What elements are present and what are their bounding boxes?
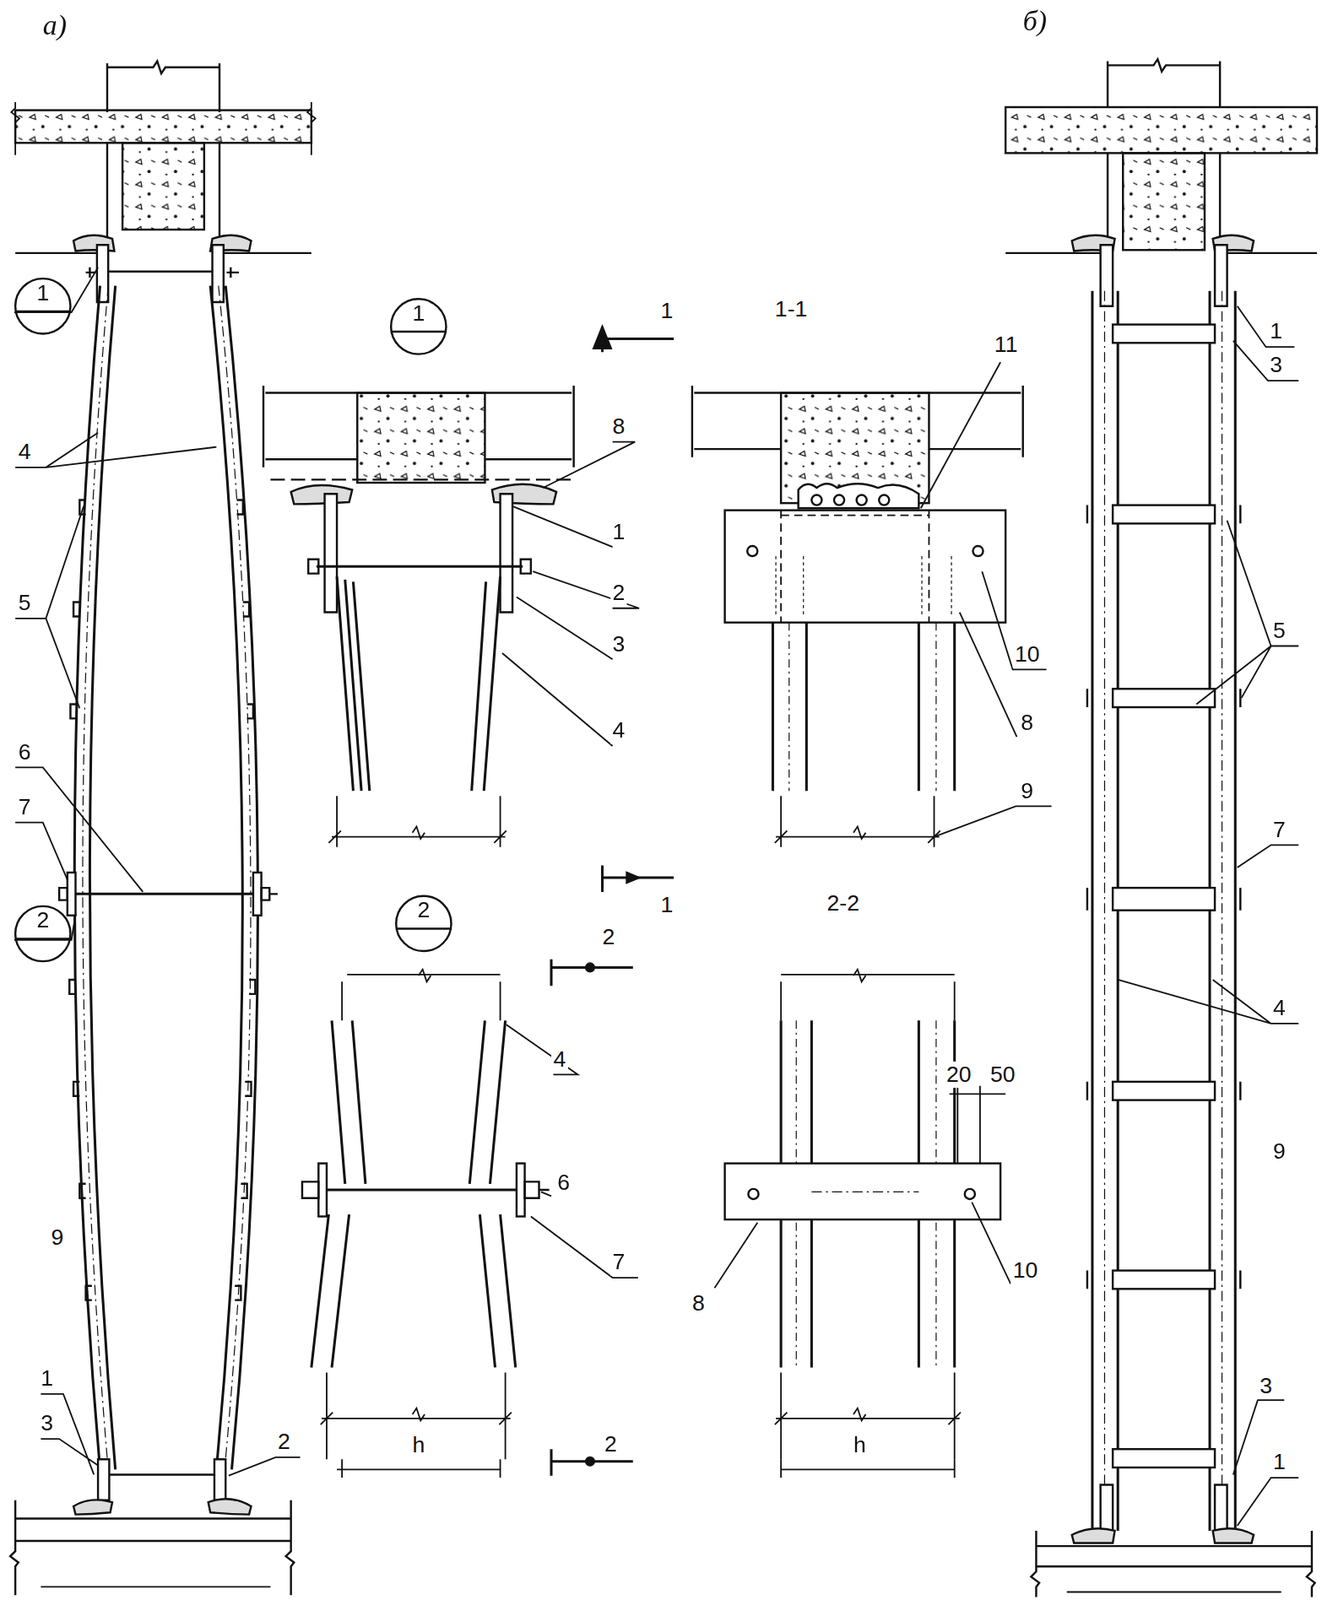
- callout-number: 3: [1257, 1373, 1275, 1400]
- figure-letter: а): [40, 10, 69, 41]
- callout-number: 2: [601, 1430, 619, 1458]
- callout-number: 11: [991, 331, 1019, 358]
- callout-number: 6: [16, 739, 33, 766]
- callout-number: 1: [38, 1365, 56, 1393]
- callout-number: 7: [16, 794, 33, 821]
- callout-number: 8: [610, 413, 628, 440]
- callout-number: 5: [1271, 617, 1289, 645]
- callout-number: 8: [689, 1290, 707, 1317]
- detail-1: [263, 326, 674, 893]
- callout-number: 4: [16, 438, 33, 466]
- callout-number: 2: [16, 908, 70, 933]
- callout-number: 1: [391, 301, 445, 326]
- detail-callout-circle: 1: [14, 277, 72, 336]
- callout-number: 2: [610, 579, 628, 607]
- callout-number: 9: [1271, 1137, 1289, 1165]
- callout-number: 2: [276, 1429, 293, 1456]
- callout-number: 5: [16, 590, 33, 617]
- figure-b: [1005, 59, 1317, 1598]
- figure-letter: б): [1020, 5, 1049, 37]
- callout-number: h: [410, 1432, 428, 1459]
- callout-number: 1: [16, 281, 70, 306]
- callout-number: 1: [658, 892, 676, 919]
- detail-callout-circle: 2: [395, 895, 453, 954]
- callout-number: 10: [1010, 1257, 1040, 1285]
- callout-number: 1: [1267, 318, 1285, 345]
- callout-number: 3: [1267, 352, 1285, 379]
- callout-number: 8: [1018, 709, 1036, 736]
- callout-number: 4: [610, 717, 628, 744]
- callout-number: 1: [658, 297, 676, 325]
- detail-callout-circle: 2: [14, 905, 72, 964]
- callout-number: 9: [48, 1224, 66, 1252]
- callout-number: 7: [1271, 816, 1289, 843]
- section-2-2: [715, 969, 1012, 1479]
- callout-number: 1-1: [772, 296, 809, 323]
- callout-number: h: [851, 1432, 869, 1459]
- callout-number: 2-2: [824, 890, 862, 917]
- section-1-1: [692, 362, 1052, 847]
- callout-number: 50: [988, 1061, 1018, 1089]
- callout-number: 1: [1271, 1449, 1289, 1476]
- callout-number: 4: [1271, 995, 1289, 1022]
- callout-number: 9: [1018, 777, 1036, 804]
- callout-number: 4: [551, 1046, 569, 1073]
- callout-number: 2: [396, 898, 450, 923]
- callout-number: 20: [944, 1061, 974, 1089]
- callout-number: 6: [555, 1170, 573, 1197]
- callout-number: 2: [600, 923, 618, 950]
- callout-number: 3: [38, 1410, 56, 1437]
- callout-number: 7: [610, 1249, 628, 1276]
- figure-a: [10, 61, 316, 1597]
- callout-number: 3: [610, 630, 628, 657]
- detail-2: [302, 959, 639, 1479]
- callout-number: 10: [1013, 640, 1042, 667]
- callout-number: 1: [610, 518, 628, 545]
- detail-callout-circle: 1: [390, 297, 448, 356]
